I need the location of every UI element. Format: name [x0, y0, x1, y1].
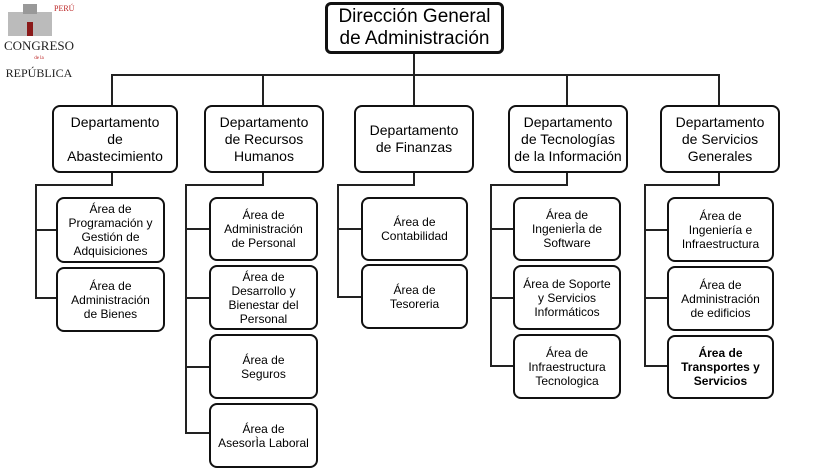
area-box: Área de Administración de edificios	[667, 266, 774, 331]
area-box: Área de Ingeniería e Infraestructura	[667, 197, 774, 262]
area-box: Área de Administración de Bienes	[56, 267, 165, 332]
area-box: Área de Desarrollo y Bienestar del Perso…	[209, 265, 318, 330]
root-box: Dirección General de Administración	[325, 2, 504, 54]
area-box: Área de Soporte y Servicios Informáticos	[513, 265, 621, 330]
area-box: Área de Administración de Personal	[209, 197, 318, 261]
dept-servicios-generales: Departamento de Servicios Generales	[660, 105, 780, 173]
logo-congreso-text: CONGRESO	[4, 38, 74, 53]
area-box: Área de Contabilidad	[361, 197, 468, 261]
logo-republica-text: REPÚBLICA	[6, 66, 73, 80]
dept-abastecimiento: Departamento de Abastecimiento	[52, 105, 178, 173]
area-box: Área de Tesoreria	[361, 264, 468, 329]
area-box: Área de IngenierÌa de Software	[513, 197, 621, 261]
area-box: Área de Transportes y Servicios	[667, 335, 774, 399]
area-box: Área de Infraestructura Tecnologica	[513, 334, 621, 399]
logo-peru-text: PERÚ	[54, 3, 75, 13]
area-box: Área de Programación y Gestión de Adquis…	[56, 197, 165, 263]
dept-recursos-humanos: Departamento de Recursos Humanos	[204, 105, 324, 173]
area-box: Área de Seguros	[209, 334, 318, 399]
dept-tecnologias: Departamento de Tecnologías de la Inform…	[508, 105, 628, 173]
logo-de-la-text: de la	[34, 56, 44, 61]
dept-finanzas: Departamento de Finanzas	[354, 105, 474, 173]
congreso-logo: PERÚ CONGRESO de la REPÚBLICA	[2, 0, 76, 82]
area-box: Área de AsesorÌa Laboral	[209, 403, 318, 468]
